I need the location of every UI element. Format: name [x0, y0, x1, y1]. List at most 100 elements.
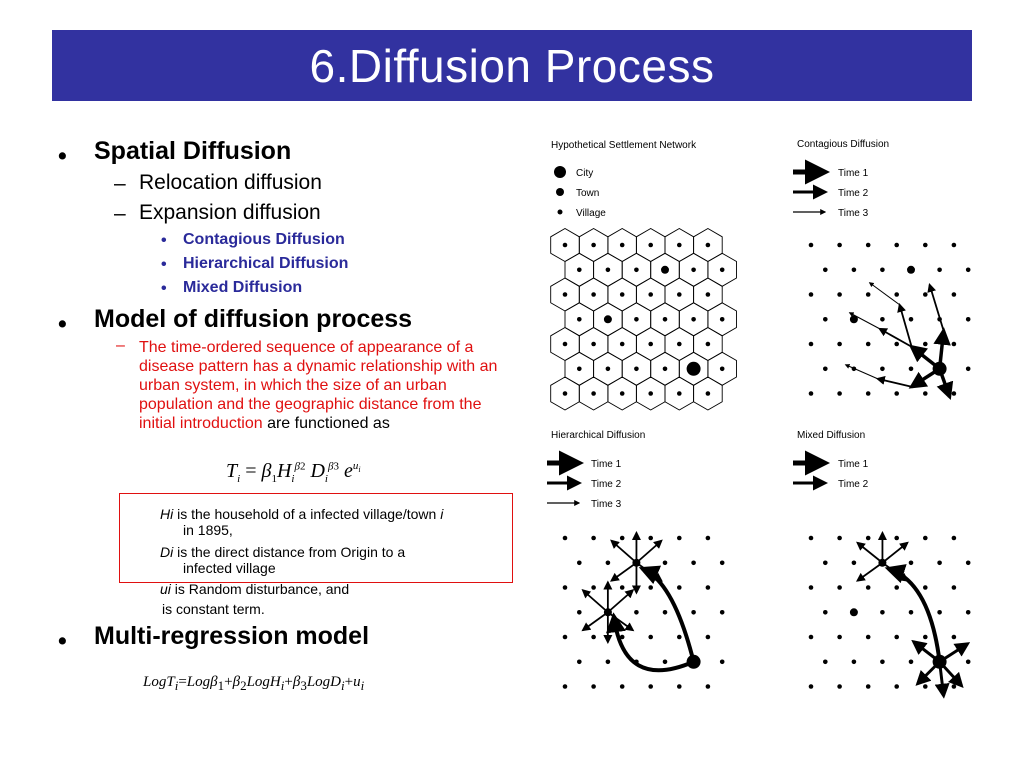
village-node [808, 242, 814, 248]
mixed-arrow [881, 541, 909, 564]
town-node [661, 265, 669, 274]
note-ui: ui is Random disturbance, and [160, 581, 349, 597]
note-di: Di is the direct distance from Origin to… [160, 544, 405, 560]
dash-marker: – [114, 202, 126, 225]
legend-c-time3: Time 3 [838, 208, 869, 219]
legend-village: Village [576, 208, 606, 219]
village-node [894, 292, 899, 297]
item-expansion-diffusion: Expansion diffusion [139, 201, 321, 224]
item-hierarchical-diffusion: Hierarchical Diffusion [183, 255, 349, 272]
note-di-cont: infected village [183, 560, 276, 576]
village-node [951, 242, 957, 248]
village-node [808, 684, 814, 689]
village-symbol [557, 209, 563, 215]
formula-T: T [226, 460, 238, 482]
village-node [619, 242, 625, 248]
village-node [648, 242, 653, 248]
contagious-arrow [875, 376, 912, 388]
village-node [648, 391, 653, 396]
bullet-model-of-diffusion: Model of diffusion process [94, 305, 413, 333]
village-node [591, 242, 596, 248]
village-node [965, 366, 971, 372]
f2-sub-i: i [360, 678, 365, 693]
village-node [619, 341, 625, 347]
village-node [908, 659, 914, 665]
village-node [677, 684, 682, 689]
bullet-marker: • [58, 627, 67, 655]
formula-beta: β [294, 460, 300, 473]
village-node [880, 610, 885, 615]
village-node [648, 684, 653, 689]
village-node [677, 585, 682, 590]
village-node [965, 267, 971, 273]
village-node [591, 634, 596, 640]
village-node [837, 391, 842, 396]
village-node [865, 535, 871, 541]
hierarchical-arrow [581, 611, 609, 632]
formula-eq: = [245, 460, 257, 482]
village-node [823, 560, 828, 566]
village-node [808, 585, 814, 590]
village-node [648, 585, 653, 590]
f2-u: u [353, 674, 361, 690]
f2-plus: + [284, 674, 293, 690]
village-node [837, 292, 842, 297]
f2-logH: LogH [246, 674, 281, 690]
village-node [705, 341, 711, 347]
f2-logD: LogD [306, 674, 342, 690]
village-node [619, 292, 625, 297]
contagious-arrow [908, 344, 941, 371]
village-node [808, 535, 814, 541]
mixed-arrow [881, 562, 909, 582]
village-node [908, 610, 914, 615]
f2-plus: + [344, 674, 354, 690]
village-node [562, 391, 568, 396]
legend-city: City [576, 168, 593, 179]
mixed-arrow [915, 660, 941, 686]
model-description: The time-ordered sequence of appearance … [139, 338, 504, 433]
f2-plus: + [224, 674, 233, 690]
bullet-multi-regression: Multi-regression model [94, 622, 370, 650]
village-node [894, 684, 899, 689]
f2-beta: β [292, 674, 301, 690]
village-node [937, 610, 942, 615]
village-node [705, 585, 711, 590]
village-node [591, 684, 596, 689]
village-node [662, 366, 668, 372]
village-node [619, 391, 625, 396]
village-node [951, 391, 957, 396]
city-symbol [554, 166, 566, 178]
definitions-box [119, 493, 513, 583]
bullet-spatial-diffusion: Spatial Diffusion [94, 137, 292, 165]
village-node [719, 610, 725, 615]
item-mixed-diffusion: Mixed Diffusion [183, 279, 303, 296]
village-node [837, 242, 842, 248]
village-node [851, 560, 857, 566]
village-node [937, 560, 942, 566]
village-node [591, 535, 596, 541]
f2-beta: β [210, 674, 218, 690]
formula-sub-i: i [291, 473, 295, 485]
formula-sub-i: i [358, 465, 361, 475]
village-node [677, 242, 682, 248]
note-hi-text: is the household of a infected village/t… [177, 506, 437, 522]
mixed-arrow [938, 660, 964, 688]
village-node [719, 317, 725, 322]
village-node [648, 341, 653, 347]
village-node [823, 267, 828, 273]
village-node [923, 535, 928, 541]
village-node [691, 267, 696, 273]
f2-sub-i: i [280, 678, 285, 693]
formula-sup-3: 3 [333, 460, 339, 473]
village-node [851, 659, 857, 665]
hierarchical-arrow [606, 612, 695, 673]
village-node [634, 267, 639, 273]
legend-m-time2: Time 2 [838, 479, 869, 490]
panel-title-contagious: Contagious Diffusion [797, 139, 889, 150]
mixed-arrow [884, 564, 942, 662]
village-node [951, 634, 957, 640]
legend-m-time1: Time 1 [838, 459, 869, 470]
title-bar: 6.Diffusion Process [52, 30, 972, 101]
dash-marker: – [116, 337, 125, 354]
village-node [677, 391, 682, 396]
